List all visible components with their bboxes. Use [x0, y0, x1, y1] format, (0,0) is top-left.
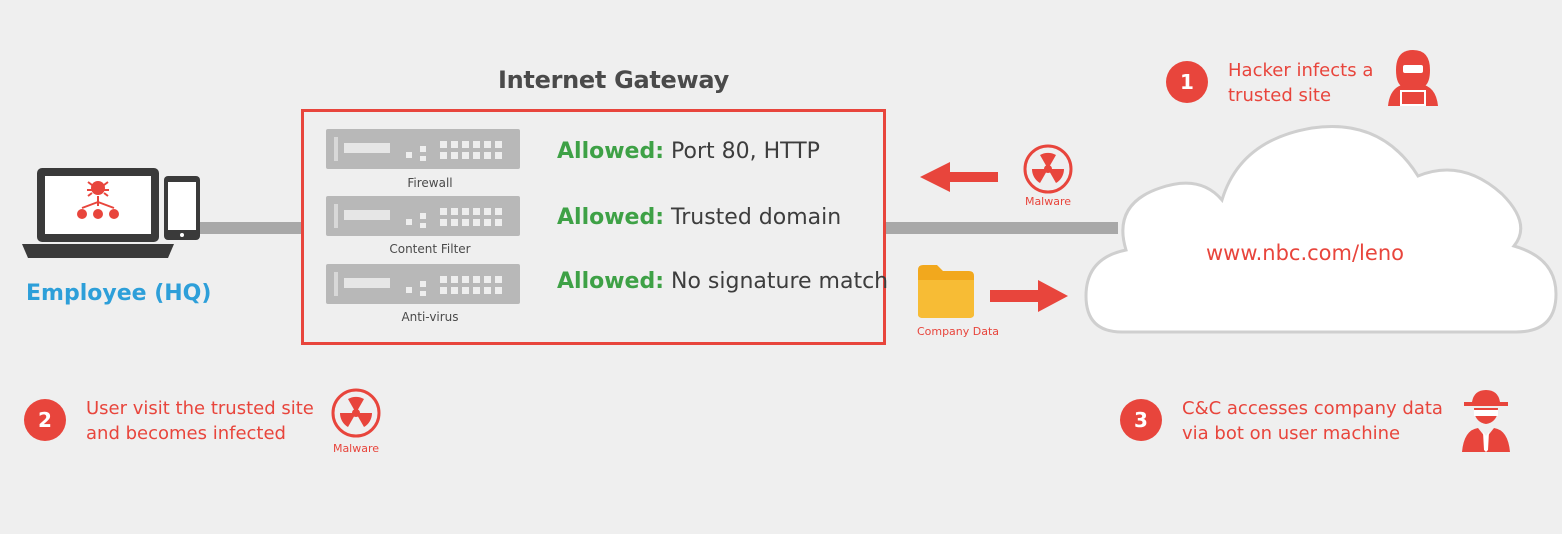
rule-text: Trusted domain — [671, 205, 842, 230]
arrow-right-icon — [990, 280, 1068, 312]
laptop-icon — [22, 168, 200, 258]
firewall-label: Firewall — [407, 176, 453, 190]
step-2-line-1: User visit the trusted site — [86, 398, 314, 419]
allowed-label: Allowed: — [557, 139, 665, 164]
folder-icon — [918, 265, 974, 318]
appliance-ports-icon — [406, 276, 502, 296]
step-1-line-2: trusted site — [1228, 85, 1332, 106]
malware-label-bottom: Malware — [332, 442, 380, 455]
antivirus-rule: Allowed: No signature match — [557, 269, 888, 294]
cloud-url: www.nbc.com/leno — [1206, 241, 1404, 265]
content-filter-rule: Allowed: Trusted domain — [557, 205, 841, 230]
firewall-rule: Allowed: Port 80, HTTP — [557, 139, 820, 164]
step-2-badge: 2 — [24, 399, 66, 441]
employee-label: Employee (HQ) — [26, 281, 212, 306]
appliance-ports-icon — [406, 141, 502, 161]
connection-line-left — [200, 222, 302, 234]
company-data-label: Company Data — [916, 325, 1000, 338]
step-1-text: Hacker infects a trusted site — [1228, 58, 1373, 108]
allowed-label: Allowed: — [557, 269, 665, 294]
gateway-title: Internet Gateway — [498, 66, 729, 94]
step-3-badge: 3 — [1120, 399, 1162, 441]
allowed-label: Allowed: — [557, 205, 665, 230]
arrow-left-icon — [920, 162, 998, 192]
appliance-ports-icon — [406, 208, 502, 228]
antivirus-label: Anti-virus — [401, 310, 459, 324]
rule-text: No signature match — [671, 269, 889, 294]
malware-label-top: Malware — [1024, 195, 1072, 208]
spy-icon — [1462, 390, 1510, 452]
step-3-line-1: C&C accesses company data — [1182, 398, 1443, 419]
hacker-hooded-icon — [1388, 50, 1438, 106]
step-2-line-2: and becomes infected — [86, 423, 286, 444]
radiation-icon — [331, 388, 381, 438]
content-filter-appliance — [326, 196, 520, 236]
gateway-box — [301, 109, 886, 345]
firewall-appliance — [326, 129, 520, 169]
connection-line-right — [886, 222, 1118, 234]
radiation-icon — [1023, 144, 1073, 194]
antivirus-appliance — [326, 264, 520, 304]
step-2-text: User visit the trusted site and becomes … — [86, 396, 314, 446]
step-1-line-1: Hacker infects a — [1228, 60, 1374, 81]
cloud-shape — [1084, 125, 1558, 334]
step-1-badge: 1 — [1166, 61, 1208, 103]
step-3-line-2: via bot on user machine — [1182, 423, 1401, 444]
rule-text: Port 80, HTTP — [671, 139, 820, 164]
content-filter-label: Content Filter — [389, 242, 471, 256]
bug-icon — [77, 181, 119, 219]
step-3-text: C&C accesses company data via bot on use… — [1182, 396, 1443, 446]
